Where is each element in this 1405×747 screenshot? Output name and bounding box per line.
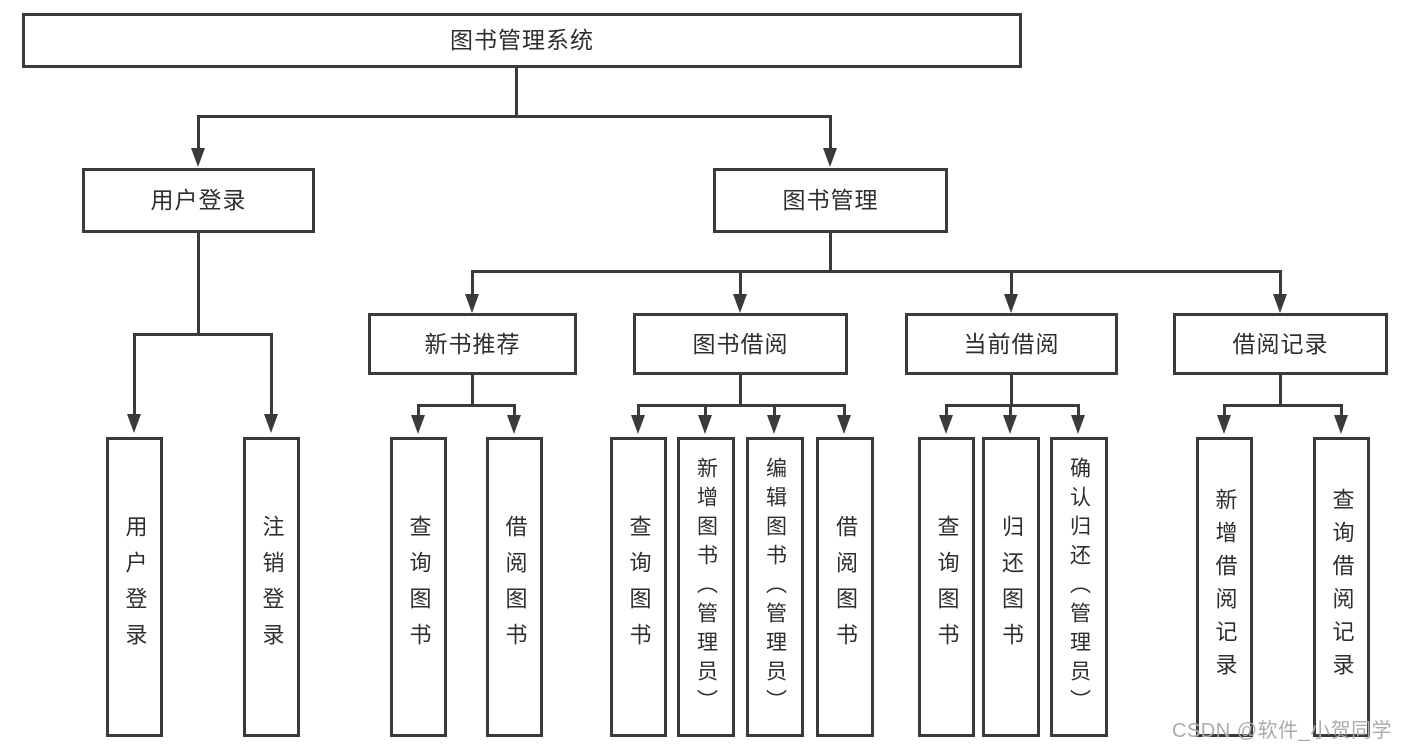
connector-user-login-stem	[197, 233, 200, 335]
connector-drop-level3	[1279, 270, 1282, 297]
arrow-down-icon	[823, 148, 837, 167]
arrow-down-icon	[411, 415, 425, 434]
connector-drop-leaf	[945, 404, 948, 417]
node-borrow-records: 借阅记录	[1173, 313, 1388, 375]
leaf-newbook-query-books: 查询图书	[390, 437, 447, 737]
leaf-records-add-record: 新增借阅记录	[1196, 437, 1253, 737]
connector-records-rail	[1223, 404, 1343, 407]
leaf-borrow-query-books-label: 查询图书	[626, 515, 652, 659]
node-current-borrow: 当前借阅	[905, 313, 1118, 375]
node-book-borrow: 图书借阅	[633, 313, 848, 375]
node-new-book-recommend: 新书推荐	[368, 313, 577, 375]
leaf-logout-login-label: 注销登录	[259, 515, 285, 659]
leaf-user-login: 用户登录	[106, 437, 163, 737]
connector-root-stem	[515, 68, 518, 117]
connector-drop-leaf	[843, 404, 846, 417]
leaf-records-query-record-label: 查询借阅记录	[1329, 488, 1355, 686]
node-book-management-label: 图书管理	[782, 187, 879, 213]
csdn-watermark: CSDN @软件_小贺同学	[1172, 720, 1393, 742]
connector-drop-level3	[739, 270, 742, 297]
connector-drop-leaf	[1009, 404, 1012, 417]
arrow-down-icon	[1334, 415, 1348, 434]
connector-level3-rail	[471, 270, 1282, 273]
leaf-current-confirm-return-admin: 确认归还（管理员）	[1050, 437, 1108, 737]
node-book-management: 图书管理	[713, 168, 948, 233]
leaf-newbook-borrow-books-label: 借阅图书	[502, 515, 528, 659]
connector-drop-leaf	[270, 333, 273, 415]
connector-drop-leaf	[1077, 404, 1080, 417]
leaf-current-return-books: 归还图书	[982, 437, 1040, 737]
arrow-down-icon	[127, 414, 141, 433]
leaf-borrow-borrow-books-label: 借阅图书	[833, 515, 858, 659]
connector-drop-book-management	[829, 115, 832, 151]
arrow-down-icon	[264, 414, 278, 433]
connector-drop-leaf	[637, 404, 640, 417]
connector-level2-rail	[197, 115, 832, 118]
connector-currentborrow-stem	[1010, 375, 1013, 407]
leaf-borrow-edit-books-admin-label: 编辑图书（管理员）	[763, 456, 787, 718]
leaf-newbook-query-books-label: 查询图书	[406, 515, 432, 659]
connector-bookborrow-stem	[739, 375, 742, 407]
arrow-down-icon	[1004, 294, 1018, 313]
arrow-down-icon	[1217, 415, 1231, 434]
leaf-current-return-books-label: 归还图书	[999, 515, 1024, 659]
node-current-borrow-label: 当前借阅	[963, 330, 1060, 357]
connector-drop-leaf	[1340, 404, 1343, 417]
arrow-down-icon	[1071, 415, 1085, 434]
arrow-down-icon	[1003, 415, 1017, 434]
connector-newbook-rail	[417, 404, 516, 407]
arrow-down-icon	[465, 294, 479, 313]
leaf-borrow-add-books-admin: 新增图书（管理员）	[677, 437, 735, 737]
connector-drop-leaf	[773, 404, 776, 417]
connector-drop-leaf	[133, 333, 136, 415]
leaf-logout-login: 注销登录	[243, 437, 300, 737]
arrow-down-icon	[191, 148, 205, 167]
arrow-down-icon	[837, 415, 851, 434]
leaf-current-query-books: 查询图书	[918, 437, 975, 737]
connector-drop-user-login	[197, 115, 200, 151]
leaf-records-add-record-label: 新增借阅记录	[1212, 488, 1238, 686]
leaf-current-query-books-label: 查询图书	[934, 515, 960, 659]
node-new-book-recommend-label: 新书推荐	[424, 330, 521, 357]
connector-user-login-rail	[133, 333, 273, 336]
arrow-down-icon	[1273, 294, 1287, 313]
node-user-login-label: 用户登录	[150, 187, 247, 213]
connector-currentborrow-rail	[945, 404, 1080, 407]
connector-records-stem	[1279, 375, 1282, 407]
connector-newbook-stem	[471, 375, 474, 407]
arrow-down-icon	[767, 415, 781, 434]
leaf-borrow-query-books: 查询图书	[610, 437, 667, 737]
leaf-borrow-add-books-admin-label: 新增图书（管理员）	[694, 456, 718, 718]
node-root-label: 图书管理系统	[450, 27, 594, 53]
connector-drop-leaf	[1223, 404, 1226, 417]
connector-drop-level3	[471, 270, 474, 297]
connector-bookborrow-rail	[637, 404, 846, 407]
connector-book-management-stem	[829, 233, 832, 272]
connector-drop-leaf	[513, 404, 516, 417]
connector-drop-leaf	[704, 404, 707, 417]
leaf-borrow-borrow-books: 借阅图书	[816, 437, 874, 737]
connector-drop-level3	[1010, 270, 1013, 297]
arrow-down-icon	[631, 415, 645, 434]
node-book-borrow-label: 图书借阅	[692, 330, 789, 357]
leaf-records-query-record: 查询借阅记录	[1313, 437, 1370, 737]
leaf-user-login-label: 用户登录	[122, 515, 148, 659]
arrow-down-icon	[507, 415, 521, 434]
leaf-newbook-borrow-books: 借阅图书	[486, 437, 543, 737]
leaf-current-confirm-return-admin-label: 确认归还（管理员）	[1067, 456, 1091, 718]
arrow-down-icon	[939, 415, 953, 434]
connector-drop-leaf	[417, 404, 420, 417]
arrow-down-icon	[698, 415, 712, 434]
node-root: 图书管理系统	[22, 13, 1022, 68]
node-borrow-records-label: 借阅记录	[1232, 330, 1329, 357]
arrow-down-icon	[733, 294, 747, 313]
node-user-login: 用户登录	[82, 168, 315, 233]
leaf-borrow-edit-books-admin: 编辑图书（管理员）	[746, 437, 804, 737]
